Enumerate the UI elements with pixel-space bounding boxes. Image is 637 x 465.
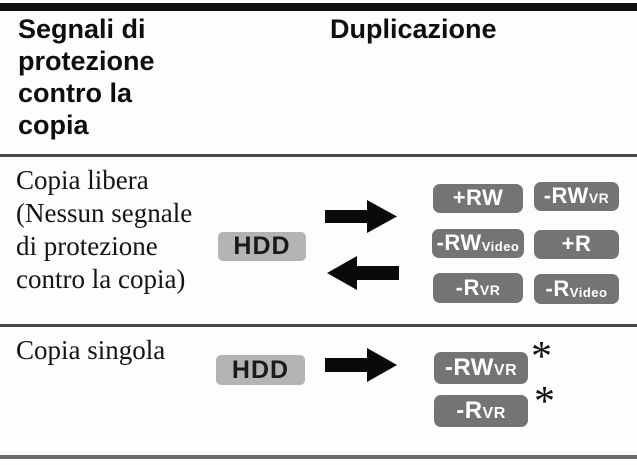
header-divider-rule bbox=[0, 154, 637, 157]
disc-badge-suffix: Video bbox=[569, 284, 608, 300]
header-line: Segnali di bbox=[18, 14, 146, 44]
disc-badge-minus-rw-vr: -RWVR bbox=[434, 352, 528, 384]
table-top-rule bbox=[0, 3, 637, 11]
row-divider-rule bbox=[0, 324, 637, 327]
header-line: contro la bbox=[18, 78, 133, 108]
disc-badge-label: -R bbox=[545, 275, 570, 301]
disc-badge-minus-r-vr: -RVR bbox=[433, 273, 523, 303]
disc-badge-minus-rw-video: -RWVideo bbox=[432, 229, 524, 258]
row-label-line: Copia singola bbox=[16, 335, 166, 365]
disc-badge-label: -R bbox=[456, 397, 483, 424]
arrow-left-icon bbox=[327, 256, 399, 290]
disc-badge-label: -RW bbox=[444, 354, 494, 381]
disc-badge-minus-r-video: -RVideo bbox=[534, 274, 619, 304]
row-label-line: di protezione bbox=[16, 231, 158, 261]
row-label-line: contro la copia) bbox=[16, 264, 186, 294]
arrow-right-icon bbox=[325, 200, 397, 233]
disc-badge-label: -RW bbox=[436, 230, 482, 255]
hdd-badge: HDD bbox=[218, 232, 306, 261]
disc-badge-label: +R bbox=[561, 231, 592, 256]
hdd-badge: HDD bbox=[216, 355, 305, 385]
table-bottom-rule bbox=[0, 455, 637, 459]
footnote-asterisk: * bbox=[531, 334, 552, 380]
disc-badge-label: -RW bbox=[543, 183, 589, 208]
disc-badge-minus-rw-vr: -RWVR bbox=[534, 182, 619, 211]
disc-badge-minus-r-vr: -RVR bbox=[434, 395, 528, 427]
column-header-duplication: Duplicazione bbox=[330, 14, 497, 44]
disc-badge-plus-r: +R bbox=[534, 230, 619, 259]
disc-badge-suffix: VR bbox=[588, 190, 610, 206]
disc-badge-suffix: VR bbox=[493, 362, 518, 379]
disc-badge-suffix: VR bbox=[482, 405, 506, 422]
disc-badge-suffix: VR bbox=[479, 281, 501, 298]
disc-badge-plus-rw: +RW bbox=[433, 184, 523, 213]
disc-badge-label: +RW bbox=[452, 185, 504, 210]
row-label-line: Copia libera bbox=[16, 165, 149, 195]
arrow-right-icon bbox=[325, 348, 397, 382]
row-label-line: (Nessun segnale bbox=[16, 198, 193, 228]
footnote-asterisk: * bbox=[534, 379, 555, 425]
row-label-copy-once: Copia singola bbox=[16, 334, 165, 367]
column-header-signals: Segnali di protezione contro la copia bbox=[18, 13, 155, 141]
row-label-copy-free: Copia libera (Nessun segnale di protezio… bbox=[16, 164, 192, 296]
header-line: copia bbox=[18, 110, 89, 140]
disc-badge-suffix: Video bbox=[481, 239, 520, 254]
header-line: protezione bbox=[18, 46, 155, 76]
disc-badge-label: -R bbox=[455, 274, 480, 300]
